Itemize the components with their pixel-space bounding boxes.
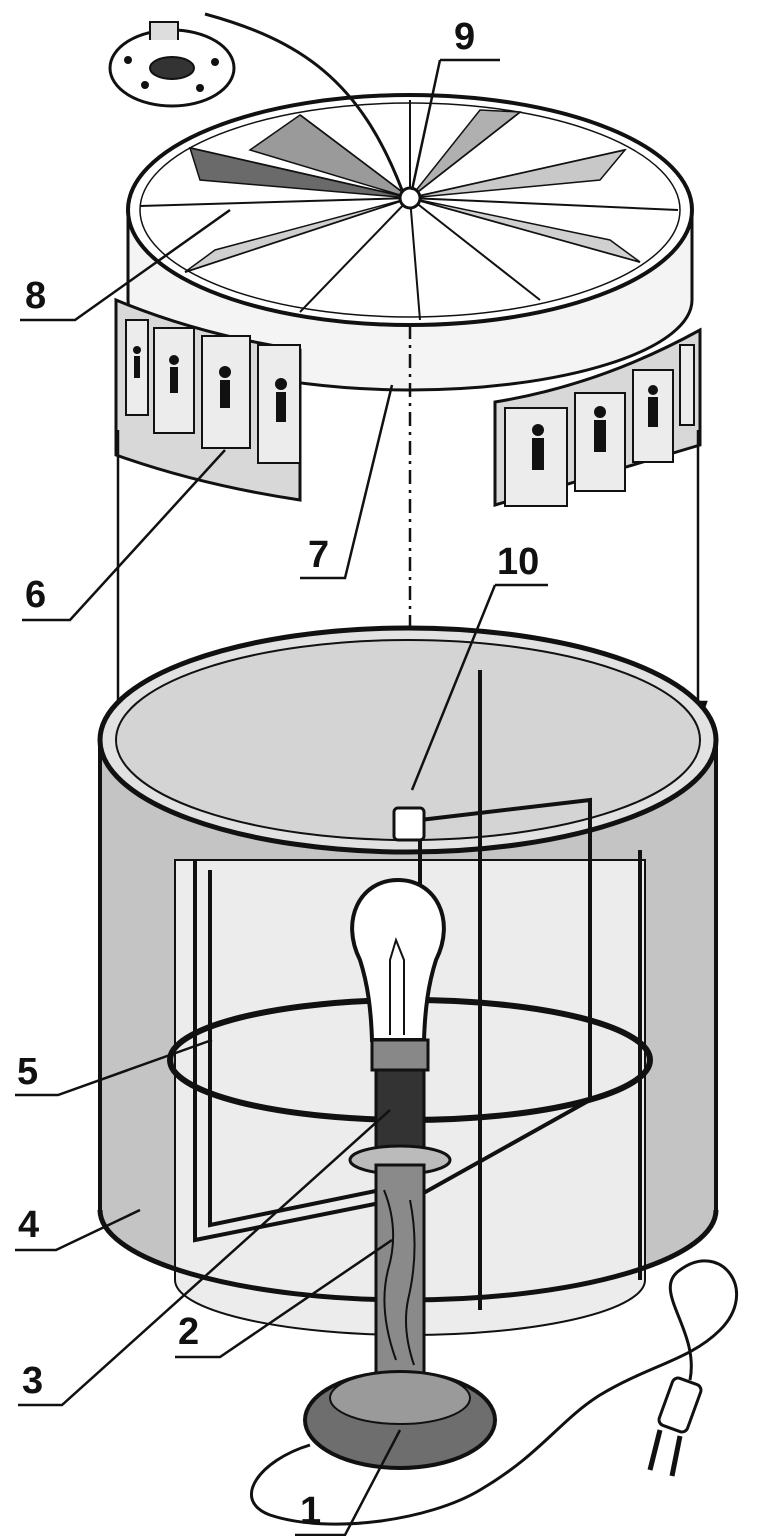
label-lid-disk: 7 bbox=[308, 534, 330, 576]
label-shade-cylinder: 4 bbox=[18, 1204, 40, 1246]
label-wooden-stand: 2 bbox=[178, 1311, 200, 1353]
light-bulb bbox=[350, 877, 446, 1042]
label-picture-strip: 6 bbox=[25, 574, 47, 616]
label-base: 1 bbox=[300, 1490, 322, 1532]
picture-strip-left bbox=[114, 297, 302, 502]
label-wire-frame: 5 bbox=[17, 1051, 39, 1093]
label-lamp-socket: 3 bbox=[22, 1360, 44, 1402]
label-axis-pin: 10 bbox=[497, 541, 540, 583]
label-mirror-vanes: 8 bbox=[25, 275, 47, 317]
wooden-stand bbox=[374, 1163, 426, 1377]
axis-pin bbox=[392, 806, 426, 842]
mirror-vanes bbox=[139, 100, 679, 321]
label-hub-bearing: 9 bbox=[454, 16, 476, 58]
leader-lines bbox=[15, 58, 548, 1536]
picture-strip-right bbox=[493, 327, 702, 507]
power-cord-with-plug bbox=[250, 1259, 739, 1526]
base bbox=[303, 1370, 497, 1470]
lamp-socket bbox=[348, 1038, 452, 1176]
hub-bearing bbox=[108, 12, 422, 210]
